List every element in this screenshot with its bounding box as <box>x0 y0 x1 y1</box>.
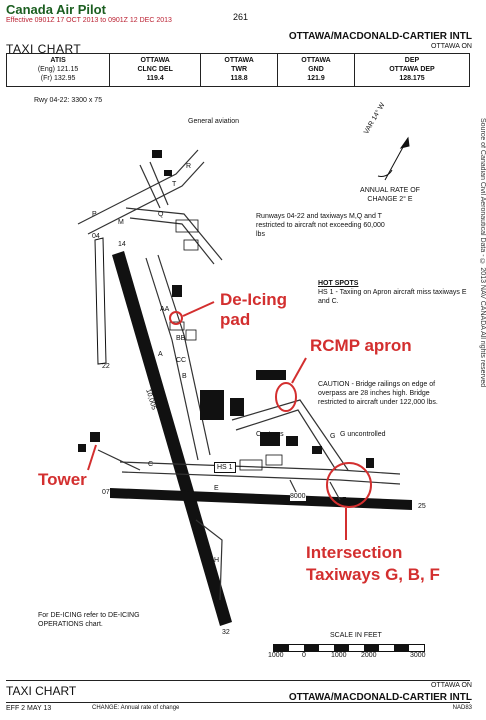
general-aviation-label: General aviation <box>188 118 239 125</box>
label-rwy14: 14 <box>118 241 126 248</box>
annotation-deicing-pad: De-Icing pad <box>220 290 287 330</box>
label-rwy22: 22 <box>102 363 110 370</box>
scale-bar <box>273 644 425 652</box>
weight-restriction-note: Runways 04-22 and taxiways M,Q and T res… <box>256 213 385 238</box>
annotation-line: Taxiways G, B, F <box>306 565 440 584</box>
label-taxiway-e: E <box>214 485 219 492</box>
label-rwy25: 25 <box>418 503 426 510</box>
freq-value: 119.4 <box>146 75 164 82</box>
label-taxiway-a: A <box>158 351 163 358</box>
customs-label: Customs <box>256 431 284 438</box>
g-uncontrolled-label: G uncontrolled <box>340 431 386 438</box>
freq-cell-dep: DEP OTTAWA DEP 128.175 <box>353 53 471 87</box>
north-arrow-icon <box>377 136 410 181</box>
footer-airport: OTTAWA/MACDONALD-CARTIER INTL <box>288 692 472 703</box>
deicing-reference-note: For DE-ICING refer to DE-ICING OPERATION… <box>38 612 140 628</box>
annual-rate-note: ANNUAL RATE OF CHANGE 2° E <box>360 187 420 203</box>
page-number: 261 <box>233 12 249 22</box>
annotation-tower: Tower <box>38 470 87 489</box>
bridge-caution-note: CAUTION - Bridge railings on edge of ove… <box>318 381 438 406</box>
freq-label: GND <box>308 66 324 73</box>
label-taxiway-m: M <box>118 219 124 226</box>
freq-value: (Eng) 121.15 <box>37 66 79 73</box>
freq-cell-clnc: OTTAWA CLNC DEL 119.4 <box>109 53 202 87</box>
taxiway-network <box>77 149 401 601</box>
freq-value: 128.175 <box>399 75 425 82</box>
freq-label: ATIS <box>50 57 66 64</box>
scale-label: 1000 <box>331 652 347 659</box>
runway-14-32 <box>112 251 232 626</box>
hot-spot-hs1: HS 1 <box>214 462 236 473</box>
freq-value: 121.9 <box>307 75 325 82</box>
label-rwy32: 32 <box>222 629 230 636</box>
freq-value: 118.8 <box>230 75 248 82</box>
copyright-side-text: Source of Canadian Civil Aeronautical Da… <box>479 118 486 388</box>
scale-title: SCALE IN FEET <box>330 632 382 639</box>
freq-value: (Fr) 132.95 <box>40 75 76 82</box>
label-taxiway-r: R <box>186 163 192 170</box>
freq-label: DEP <box>404 57 420 64</box>
label-taxiway-q: Q <box>158 211 164 218</box>
freq-label: TWR <box>231 66 248 73</box>
runway-07-25 <box>110 488 412 510</box>
freq-cell-atis: ATIS (Eng) 121.15 (Fr) 132.95 <box>5 53 111 87</box>
runway-04-22 <box>94 237 107 365</box>
label-taxiway-bb: BB <box>176 335 186 342</box>
scale-label: 0 <box>302 652 306 659</box>
footer-divider-bottom <box>6 702 470 703</box>
freq-label: OTTAWA DEP <box>389 66 435 73</box>
footer-divider <box>6 680 470 681</box>
terminal-buildings <box>78 150 374 468</box>
hot-spots-text: HS 1 - Taxiing on Apron aircraft miss ta… <box>318 289 467 305</box>
label-taxiway-h: H <box>214 557 220 564</box>
annotation-intersection: Intersection Taxiways G, B, F <box>306 542 440 586</box>
frequency-table: ATIS (Eng) 121.15 (Fr) 132.95 OTTAWA CLNC D… <box>5 53 471 87</box>
label-taxiway-p: P <box>92 211 97 218</box>
annotation-rcmp-apron: RCMP apron <box>310 336 412 355</box>
footer-effective: EFF 2 MAY 13 <box>6 705 52 712</box>
publication-brand: Canada Air Pilot <box>6 2 106 17</box>
label-taxiway-g: G <box>330 433 336 440</box>
runway-07-25-length: 8000 <box>290 492 306 501</box>
airport-city: OTTAWA ON <box>431 43 472 50</box>
runway-dimensions: Rwy 04-22: 3300 x 75 <box>34 97 103 104</box>
annotation-line: pad <box>220 310 251 329</box>
label-rwy04: 04 <box>92 233 100 240</box>
label-taxiway-cc: CC <box>176 357 187 364</box>
airport-title: OTTAWA/MACDONALD-CARTIER INTL <box>288 31 472 42</box>
scale-label: 1000 <box>268 652 284 659</box>
footer-city: OTTAWA ON <box>431 682 472 689</box>
label-taxiway-f: F <box>342 497 347 504</box>
freq-cell-gnd: OTTAWA GND 121.9 <box>277 53 355 87</box>
label-taxiway-t: T <box>172 181 177 188</box>
footer-datum: NAD83 <box>452 705 472 711</box>
annotation-line: De-Icing <box>220 290 288 309</box>
freq-label: OTTAWA <box>301 57 331 64</box>
footer-change-note: CHANGE: Annual rate of change <box>92 705 180 711</box>
freq-label: OTTAWA <box>224 57 254 64</box>
label-taxiway-aa: AA <box>160 306 170 313</box>
chart-type-title: TAXI CHART <box>6 42 82 56</box>
hangar-outlines <box>169 219 283 471</box>
annotation-line: Intersection <box>306 543 403 562</box>
scale-label: 2000 <box>361 652 377 659</box>
label-rwy07: 07 <box>102 489 110 496</box>
hot-spots-title: HOT SPOTS <box>318 280 359 287</box>
scale-label: 3000 <box>410 652 426 659</box>
label-taxiway-c: C <box>148 461 154 468</box>
footer-chart-type: TAXI CHART <box>6 684 77 698</box>
effective-dates: Effective 0901Z 17 OCT 2013 to 0901Z 12 … <box>6 17 172 24</box>
hot-spots-block: HOT SPOTS HS 1 - Taxiing on Apron aircra… <box>318 279 468 306</box>
label-taxiway-b: B <box>182 373 187 380</box>
freq-label: OTTAWA <box>140 57 170 64</box>
freq-cell-twr: OTTAWA TWR 118.8 <box>200 53 279 87</box>
annotation-markers <box>87 301 372 540</box>
freq-label: CLNC DEL <box>137 66 173 73</box>
